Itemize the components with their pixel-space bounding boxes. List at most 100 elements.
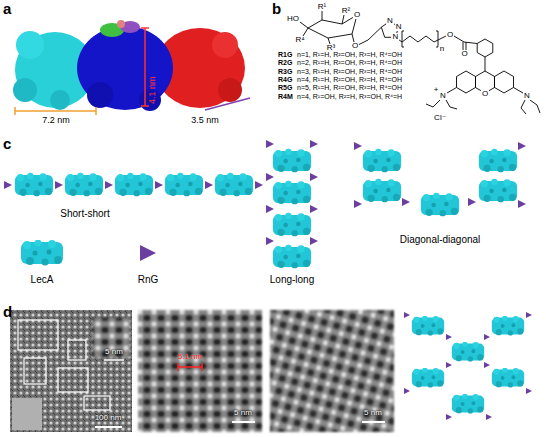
assembly-diagonal-part xyxy=(518,142,526,150)
lattice-model-part xyxy=(484,362,490,368)
chemical-structure-part xyxy=(514,88,524,94)
lattice-model-part xyxy=(526,312,532,318)
protein-model-part xyxy=(87,82,113,108)
micrograph-1-part-part xyxy=(84,396,110,410)
lattice-model-part xyxy=(492,316,524,336)
legend-label: LecA xyxy=(31,275,54,285)
protein-model-part xyxy=(14,107,16,115)
compound-code: R4G xyxy=(278,76,292,83)
assembly-short-short-part xyxy=(155,181,163,189)
panel-letter: d xyxy=(3,304,12,319)
assembly-diagonal-part xyxy=(363,179,401,203)
compound-formula: n=3, R¹=H, R²=OH, R³=H, R⁴=OH xyxy=(297,68,402,75)
micrograph-1-part xyxy=(12,398,42,430)
distance-label: 5.1 nm xyxy=(178,353,202,361)
micrograph-1-part xyxy=(92,318,130,358)
legend-samples-part xyxy=(140,245,156,261)
micrograph-1-part xyxy=(95,426,122,428)
chemical-structure-part xyxy=(300,22,308,28)
assembly-short-short-part xyxy=(55,181,63,189)
protein-model-part xyxy=(144,28,146,106)
assembly-diagonal-part xyxy=(354,200,362,208)
assembly-diagonal-part xyxy=(518,200,526,208)
scale-label: 100 nm xyxy=(95,414,122,422)
protein-model-part xyxy=(212,32,238,58)
legend-samples xyxy=(21,240,156,266)
lattice-model-part xyxy=(446,334,452,340)
chemical-structure-part xyxy=(447,88,457,94)
assembly-short-short-part xyxy=(105,181,113,189)
panel-label: Long-long xyxy=(270,275,314,285)
chemical-structure-part xyxy=(530,100,540,113)
lattice-model-part xyxy=(452,394,484,414)
assembly-short-short xyxy=(4,173,263,197)
atom-label: N xyxy=(395,23,403,31)
micrograph-1-part-part xyxy=(18,320,58,350)
atom-label: N xyxy=(386,17,394,25)
atom-label: n xyxy=(439,45,445,53)
assembly-long-long-part xyxy=(266,205,274,213)
dimension-label: 3.5 nm xyxy=(191,116,219,125)
panel-letter: b xyxy=(272,1,281,16)
assembly-short-short-part xyxy=(4,181,12,189)
micrograph-2-part xyxy=(178,366,202,368)
chemical-structure-part xyxy=(477,39,493,57)
chemical-structure-part xyxy=(322,11,323,20)
micrograph-3-part xyxy=(362,421,385,423)
assembly-long-long-part xyxy=(273,149,311,173)
lattice-model-part xyxy=(412,368,444,388)
legend-label: RnG xyxy=(138,275,159,285)
legend-samples-part xyxy=(21,240,63,266)
lattice-model-part xyxy=(526,388,532,394)
assembly-long-long-part xyxy=(310,140,318,148)
chemical-structure-part xyxy=(402,31,404,47)
assembly-long-long-part xyxy=(273,213,311,237)
micrograph-1-part-part xyxy=(68,340,86,360)
compound-code: R1G xyxy=(278,51,292,58)
panel-letter: c xyxy=(3,136,11,151)
assembly-short-short-part xyxy=(215,173,253,197)
compound-code: R4M xyxy=(278,93,293,100)
chemical-structure-part xyxy=(466,42,467,50)
assembly-diagonal-part xyxy=(363,149,401,173)
lattice-model xyxy=(404,312,532,420)
lattice-model-part xyxy=(446,414,452,420)
lattice-model-part xyxy=(446,362,452,368)
lattice-model-part xyxy=(452,342,484,362)
scale-label: 5 nm xyxy=(364,409,382,417)
micrograph-1-part-part xyxy=(58,368,88,392)
protein-model-part xyxy=(205,98,250,110)
micrograph-2-part xyxy=(177,363,179,371)
chemical-structure-part xyxy=(342,15,344,24)
atom-label: N xyxy=(439,92,447,100)
assembly-long-long-part xyxy=(273,245,311,269)
assembly-short-short-part xyxy=(115,173,153,197)
atom-label: R¹ xyxy=(317,3,327,11)
chemical-structure-part xyxy=(457,71,476,93)
chemical-structure-part xyxy=(436,31,438,47)
compound-formula: n=1, R¹=H, R²=OH, R³=H, R⁴=OH xyxy=(297,51,402,58)
compound-formula: n=4, R¹=H, R²=OH, R³=H, R⁴=OH xyxy=(297,76,402,83)
atom-label: O xyxy=(446,31,454,39)
atom-label: R⁴ xyxy=(294,36,305,44)
atom-label: O xyxy=(481,90,489,98)
atom-label: N xyxy=(391,33,399,41)
chemical-structure-part xyxy=(303,28,308,36)
chemical-structure-part xyxy=(463,42,464,50)
assembly-long-long-part xyxy=(266,173,274,181)
micrograph-2 xyxy=(138,310,262,432)
micrograph-1 xyxy=(10,310,132,432)
atom-label: + xyxy=(433,86,440,94)
assembly-short-short-part xyxy=(255,181,263,189)
atom-label: O xyxy=(353,11,361,19)
panel-label: Short-short xyxy=(60,209,109,219)
protein-model-part xyxy=(218,78,242,102)
micrograph-3 xyxy=(270,310,394,432)
assembly-short-short-part xyxy=(205,181,213,189)
micrograph-1-part xyxy=(18,320,110,410)
compound-formula: n=5, R¹=H, R²=OH, R³=H, R⁴=OH xyxy=(297,84,402,91)
lattice-model-part xyxy=(486,414,492,420)
chemical-structure-part xyxy=(308,15,357,38)
lattice-model-part xyxy=(492,368,524,388)
